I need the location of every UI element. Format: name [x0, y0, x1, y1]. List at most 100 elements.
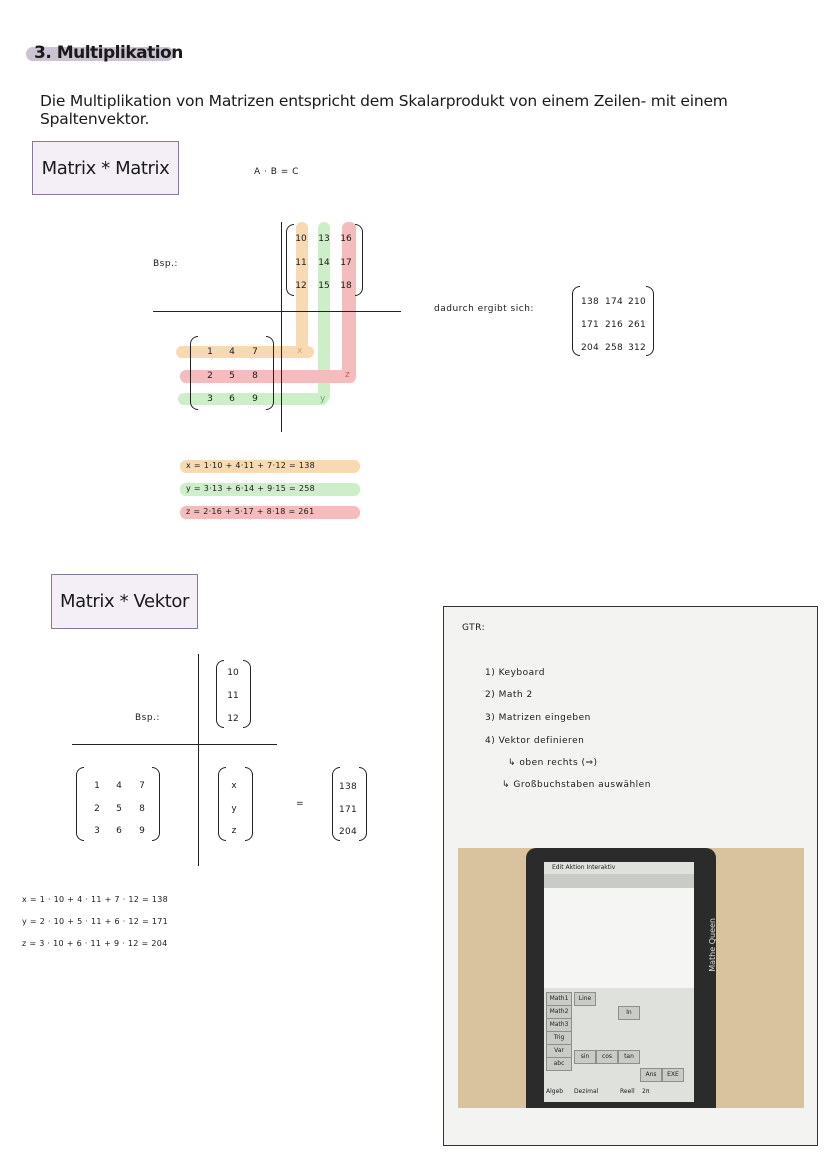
vector-cell: 12: [227, 714, 239, 724]
calc-footer-item: Algeb: [546, 1088, 564, 1095]
mv-equation-y: y = 2 · 10 + 5 · 11 + 6 · 12 = 171: [22, 917, 169, 926]
matrix-a2-right-paren: [152, 767, 160, 841]
xyz-right-paren: [245, 767, 253, 841]
calc-key: Var: [546, 1044, 572, 1058]
xyz-cell: z: [231, 826, 237, 836]
b-cell: 11: [295, 258, 307, 268]
b-cell: 17: [340, 258, 352, 268]
calculator-photo: Edit Aktion Interaktiv Math1 Math2 Math3…: [458, 848, 804, 1108]
example-label: Bsp.:: [153, 259, 178, 269]
b-cell: 13: [318, 234, 330, 244]
calculator-body: Edit Aktion Interaktiv Math1 Math2 Math3…: [526, 848, 717, 1108]
c-cell: 261: [627, 320, 647, 330]
a-cell: 7: [252, 347, 258, 357]
calc-key: Math3: [546, 1018, 572, 1032]
calc-key: EXE: [662, 1068, 684, 1082]
b-cell: 18: [340, 281, 352, 291]
eq-x-highlight: [180, 460, 360, 473]
vector-cell: 10: [227, 668, 239, 678]
xyz-cell: y: [231, 804, 237, 814]
vector-cell: 11: [227, 691, 239, 701]
heading-highlight: [26, 47, 174, 61]
result-label: dadurch ergibt sich:: [434, 304, 534, 314]
a-cell: 8: [252, 371, 258, 381]
matrix-matrix-box: Matrix * Matrix: [32, 141, 179, 195]
gtr-step: 4) Vektor definieren: [485, 736, 585, 746]
a-cell: 9: [252, 394, 258, 404]
c-cell: 171: [580, 320, 600, 330]
calc-key: tan: [618, 1050, 640, 1064]
orange-row-band: [176, 346, 314, 358]
calc-key: Math2: [546, 1005, 572, 1019]
mark-y: y: [320, 394, 326, 404]
green-row-band: [178, 393, 328, 405]
result-cell: 138: [338, 782, 358, 792]
gtr-substep: ↳ Großbuchstaben auswählen: [502, 780, 651, 790]
b-cell: 14: [318, 258, 330, 268]
calc-key: abc: [546, 1057, 572, 1071]
matrix-matrix-label: Matrix * Matrix: [41, 157, 170, 179]
xyz-cell: x: [231, 781, 237, 791]
a2-cell: 2: [94, 804, 100, 814]
c-cell: 174: [604, 297, 624, 307]
calc-footer-item: Reell: [620, 1088, 635, 1095]
a2-cell: 5: [116, 804, 122, 814]
vector-right-paren: [243, 660, 251, 728]
c-cell: 204: [580, 343, 600, 353]
gtr-title: GTR:: [462, 623, 486, 633]
a2-cell: 6: [116, 826, 122, 836]
calc-key: ln: [618, 1006, 640, 1020]
c-cell: 210: [627, 297, 647, 307]
calculator-screen: Edit Aktion Interaktiv Math1 Math2 Math3…: [544, 862, 694, 1102]
b-cell: 15: [318, 281, 330, 291]
formula-abc: A · B = C: [254, 167, 299, 177]
equation-y: y = 3·13 + 6·14 + 9·15 = 258: [186, 484, 315, 493]
calc-key: Trig: [546, 1031, 572, 1045]
calc-key: Math1: [546, 992, 572, 1006]
c-cell: 312: [627, 343, 647, 353]
a2-cell: 3: [94, 826, 100, 836]
equation-x: x = 1·10 + 4·11 + 7·12 = 138: [186, 461, 315, 470]
a-cell: 4: [229, 347, 235, 357]
c-cell: 138: [580, 297, 600, 307]
mv-equation-x: x = 1 · 10 + 4 · 11 + 7 · 12 = 138: [22, 895, 169, 904]
eq-z-highlight: [180, 506, 360, 519]
mark-z: z: [345, 370, 350, 380]
b-cell: 12: [295, 281, 307, 291]
calc-key: sin: [574, 1050, 596, 1064]
vertical-axis-2: [198, 654, 200, 866]
gtr-step: 2) Math 2: [485, 690, 533, 700]
orange-column-band: [296, 222, 308, 352]
calc-key: cos: [596, 1050, 618, 1064]
a2-cell: 1: [94, 781, 100, 791]
calc-footer-item: 2π: [642, 1088, 650, 1095]
a-cell: 3: [207, 394, 213, 404]
intro-text: Die Multiplikation von Matrizen entspric…: [40, 92, 728, 128]
calc-key: Ans: [640, 1068, 662, 1082]
a-cell: 2: [207, 371, 213, 381]
gtr-step: 1) Keyboard: [485, 668, 545, 678]
calc-menu: Edit Aktion Interaktiv: [552, 864, 616, 871]
a-cell: 6: [229, 394, 235, 404]
gtr-step: 3) Matrizen eingeben: [485, 713, 591, 723]
equation-z: z = 2·16 + 5·17 + 8·18 = 261: [186, 507, 315, 516]
a2-cell: 7: [139, 781, 145, 791]
result-right-paren: [359, 767, 367, 841]
b-cell: 16: [340, 234, 352, 244]
gtr-substep: ↳ oben rechts (⇒): [508, 758, 598, 768]
b-cell: 10: [295, 234, 307, 244]
matrix-a-right-paren: [266, 336, 274, 410]
matrix-a2-left-paren: [76, 767, 84, 841]
section-heading: 3. Multiplikation: [34, 43, 183, 63]
matrix-a-left-paren: [190, 336, 198, 410]
a2-cell: 8: [139, 804, 145, 814]
calc-footer-item: Dezimal: [574, 1088, 599, 1095]
a-cell: 1: [207, 347, 213, 357]
matrix-vector-box: Matrix * Vektor: [51, 574, 198, 629]
result-cell: 204: [338, 827, 358, 837]
calc-toolbar: [544, 874, 694, 888]
example-label-2: Bsp.:: [135, 713, 160, 723]
c-cell: 258: [604, 343, 624, 353]
calc-workspace: [544, 888, 694, 988]
equals-sign: =: [296, 799, 305, 809]
